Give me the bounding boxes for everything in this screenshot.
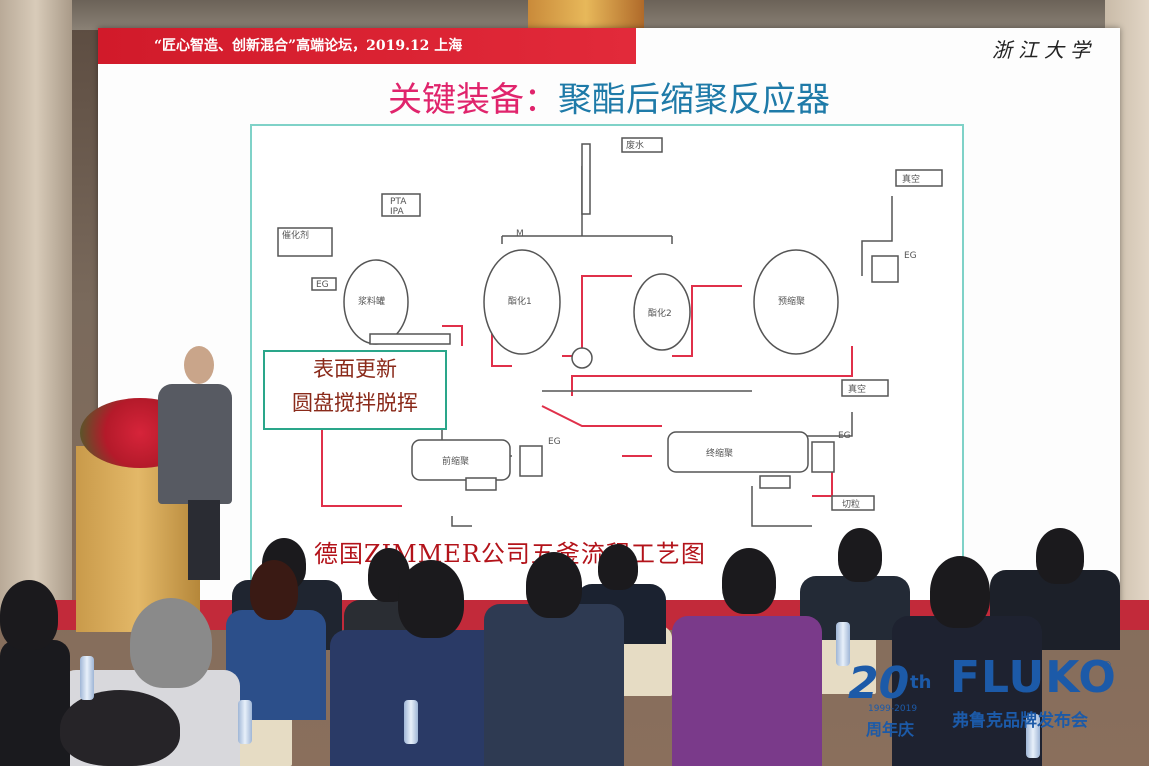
projection-screen: “匠心智造、创新混合”高端论坛，2019.12 上海 浙江大学 关键装备：聚酯后… bbox=[98, 28, 1120, 616]
label-motor: M bbox=[516, 229, 524, 239]
water-bottle bbox=[836, 622, 850, 666]
audience-head bbox=[598, 544, 638, 590]
label-catalyst: 催化剂 bbox=[282, 229, 309, 241]
diagram-labels: 废水 PTA IPA 催化剂 EG 浆料罐 酯化1 酯化2 预缩聚 前缩聚 终缩… bbox=[282, 139, 920, 510]
label-eg-2: EG bbox=[548, 437, 561, 447]
label-vessel-6: 终缩聚 bbox=[706, 447, 733, 459]
audience-member bbox=[672, 616, 822, 766]
audience-head bbox=[1036, 528, 1084, 584]
callout-line-1: 表面更新 bbox=[313, 357, 397, 381]
label-pellet: 切粒 bbox=[842, 498, 860, 510]
audience-head bbox=[526, 552, 582, 618]
slide-title: 关键装备：聚酯后缩聚反应器 bbox=[98, 72, 1120, 121]
process-flow-svg: 废水 PTA IPA 催化剂 EG 浆料罐 酯化1 酯化2 预缩聚 前缩聚 终缩… bbox=[277, 137, 943, 527]
marble-pillar-left bbox=[0, 0, 72, 620]
process-flow-diagram: 废水 PTA IPA 催化剂 EG 浆料罐 酯化1 酯化2 预缩聚 前缩聚 终缩… bbox=[250, 124, 964, 606]
audience-head bbox=[0, 580, 58, 650]
water-bottle bbox=[1026, 714, 1040, 758]
water-bottle bbox=[238, 700, 252, 744]
speaker-head bbox=[184, 346, 214, 384]
event-brand-logo: 20 th 1999-2019 周年庆 FLUKO ® 弗鲁克品牌发布会 bbox=[848, 650, 1118, 760]
label-pta: PTA bbox=[390, 197, 407, 207]
brand-subtitle: 弗鲁克品牌发布会 bbox=[952, 711, 1088, 731]
ceiling-painting bbox=[528, 0, 644, 28]
brand-anniversary: 周年庆 bbox=[866, 720, 915, 739]
label-eg-1: EG bbox=[904, 251, 917, 261]
audience-member bbox=[484, 604, 624, 766]
label-vessel-1: 浆料罐 bbox=[358, 295, 385, 307]
speaker-legs bbox=[188, 500, 220, 580]
label-vessel-5: 前缩聚 bbox=[442, 455, 469, 467]
label-vessel-3: 酯化2 bbox=[648, 307, 672, 319]
slide-banner: “匠心智造、创新混合”高端论坛，2019.12 上海 bbox=[98, 28, 636, 64]
slide-title-main: 聚酯后缩聚反应器 bbox=[558, 80, 830, 120]
audience-head bbox=[930, 556, 990, 628]
label-vessel-4: 预缩聚 bbox=[778, 295, 805, 307]
brand-years: 1999-2019 bbox=[868, 704, 918, 714]
label-vacuum-1: 真空 bbox=[902, 173, 920, 185]
audience-member bbox=[892, 616, 1042, 766]
brand-registered-mark: ® bbox=[1102, 660, 1112, 671]
label-eg-3: EG bbox=[838, 431, 851, 441]
slide-title-prefix: 关键装备： bbox=[388, 80, 558, 120]
audience-member bbox=[330, 630, 500, 766]
audience-head bbox=[130, 598, 212, 688]
label-vessel-2: 酯化1 bbox=[508, 295, 532, 307]
label-wastewater: 废水 bbox=[626, 139, 644, 151]
water-bottle bbox=[404, 700, 418, 744]
brand-suffix: th bbox=[910, 672, 932, 693]
audience-head bbox=[722, 548, 776, 614]
speaker-suit bbox=[158, 384, 232, 504]
callout-line-2: 圆盘搅拌脱挥 bbox=[292, 391, 418, 415]
audience-head bbox=[838, 528, 882, 582]
label-ipa: IPA bbox=[390, 207, 405, 217]
label-eg-small: EG bbox=[316, 280, 329, 290]
water-bottle bbox=[80, 656, 94, 700]
audience-member bbox=[0, 640, 70, 766]
callout-box: 表面更新 圆盘搅拌脱挥 bbox=[263, 350, 447, 430]
brand-number: 20 bbox=[848, 658, 910, 709]
audience-head bbox=[60, 690, 180, 766]
audience-head bbox=[250, 560, 298, 620]
audience-head bbox=[398, 560, 464, 638]
brand-name: FLUKO bbox=[950, 652, 1117, 703]
label-vacuum-2: 真空 bbox=[848, 383, 866, 395]
university-logo: 浙江大学 bbox=[992, 38, 1096, 62]
